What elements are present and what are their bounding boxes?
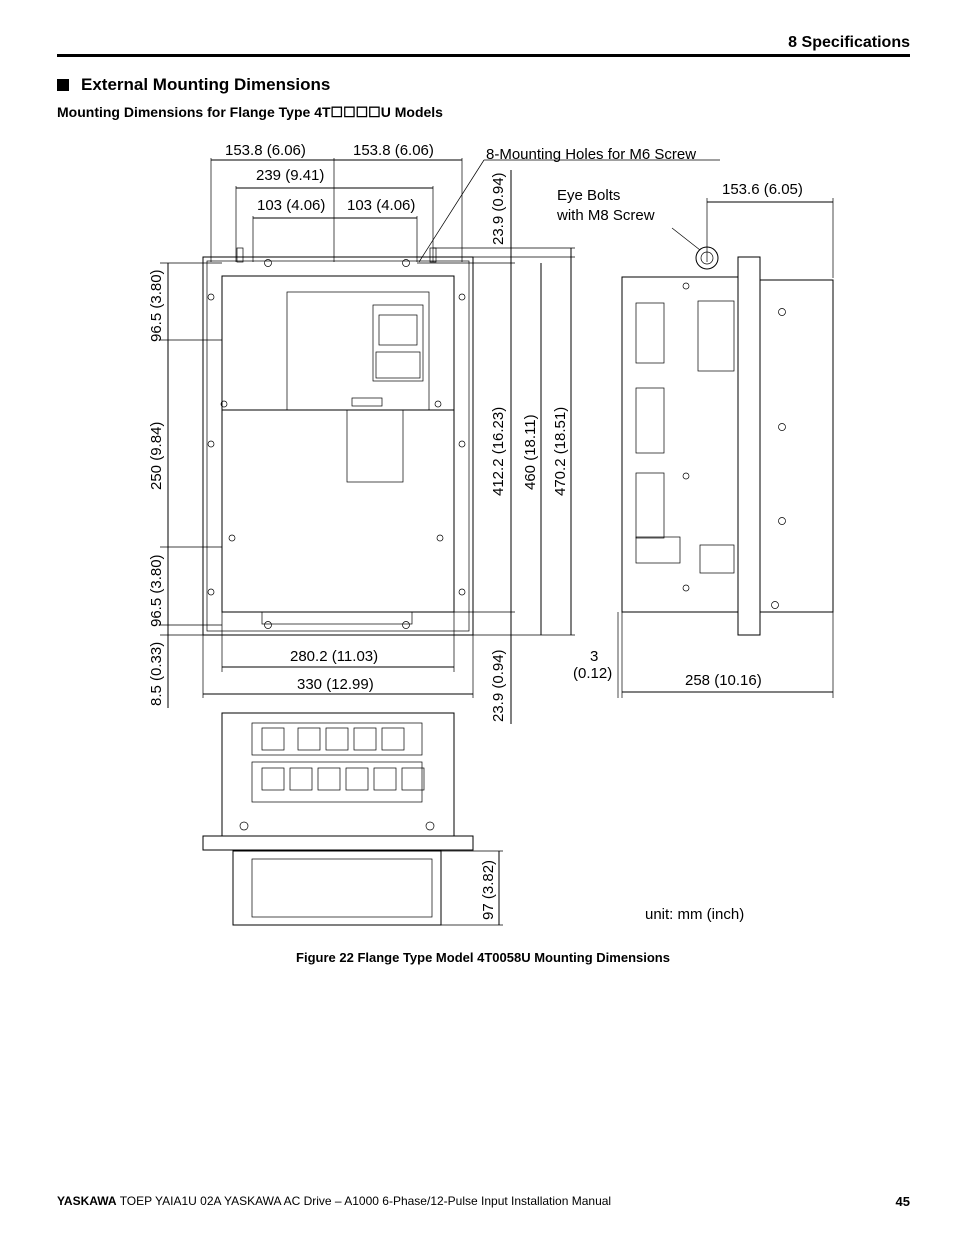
dim-hole-right: 103 (4.06) [347,197,415,214]
mounting-holes-note: 8-Mounting Holes for M6 Screw [486,146,696,163]
dim-bottom-offset: 23.9 (0.94) [490,649,507,722]
section-bullet-icon [57,79,69,91]
dim-left-965-top: 96.5 (3.80) [148,269,165,342]
dim-fan-height: 97 (3.82) [480,860,497,920]
dim-side-depth-258: 258 (10.16) [685,672,762,689]
dim-height-4702: 470.2 (18.51) [552,407,569,496]
dim-flange-thickness-1: 3 [590,648,598,665]
dim-left-965-bottom: 96.5 (3.80) [148,554,165,627]
unit-note: unit: mm (inch) [645,906,744,923]
dim-top-offset: 23.9 (0.94) [490,172,507,245]
dim-hole-span: 239 (9.41) [256,167,324,184]
dim-width-2802: 280.2 (11.03) [290,648,378,665]
section-title: External Mounting Dimensions [57,75,330,95]
footer-brand: YASKAWA [57,1194,117,1208]
dim-top-left-half: 153.8 (6.06) [225,142,306,159]
footer: YASKAWA TOEP YAIA1U 02A YASKAWA AC Drive… [57,1194,611,1208]
dim-top-right-half: 153.8 (6.06) [353,142,434,159]
section-title-text: External Mounting Dimensions [81,75,331,94]
dim-left-85: 8.5 (0.33) [148,642,165,706]
dim-side-depth-top: 153.6 (6.05) [722,181,803,198]
page-number: 45 [895,1194,910,1209]
dim-height-460: 460 (18.11) [522,414,539,490]
mounting-drawing: 153.8 (6.06) 153.8 (6.06) 239 (9.41) 103… [148,142,834,926]
eye-bolts-line1: Eye Bolts [557,187,620,204]
bottom-view [202,712,503,926]
figure-caption: Figure 22 Flange Type Model 4T0058U Moun… [296,950,670,965]
side-view [617,198,834,698]
footer-text: TOEP YAIA1U 02A YASKAWA AC Drive – A1000… [116,1194,612,1208]
header-rule [57,54,910,57]
front-view [160,158,720,724]
dim-flange-thickness-2: (0.12) [573,665,612,682]
dim-left-250: 250 (9.84) [148,422,165,490]
dim-width-330: 330 (12.99) [297,676,374,693]
eye-bolts-line2: with M8 Screw [556,207,655,224]
dim-hole-left: 103 (4.06) [257,197,325,214]
dim-height-4122: 412.2 (16.23) [490,407,507,496]
section-header: 8 Specifications [788,34,910,51]
subsection-title: Mounting Dimensions for Flange Type 4T☐☐… [57,104,443,120]
